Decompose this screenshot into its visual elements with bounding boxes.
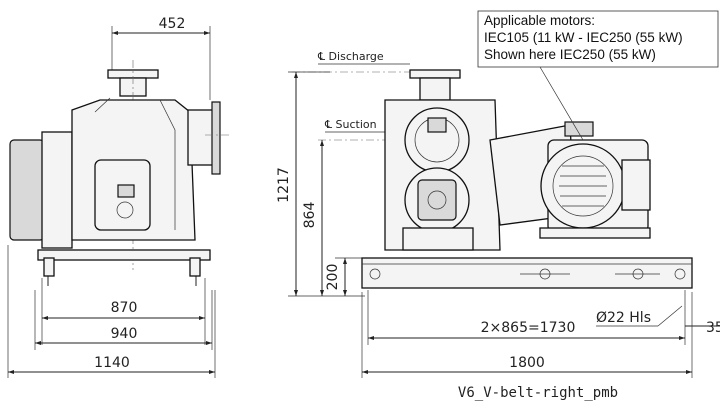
dimension-1800: 1800 xyxy=(509,355,545,371)
dimension-1140: 1140 xyxy=(94,355,130,371)
motor-fins xyxy=(559,165,607,207)
dimension-200: 200 xyxy=(325,264,341,291)
annotation-line-3: Shown here IEC250 (55 kW) xyxy=(484,47,656,62)
dimension-35: 35 xyxy=(706,320,720,336)
front-view: ℄ Discharge ℄ Suction 1217 864 200 xyxy=(276,50,720,401)
dimension-1217: 1217 xyxy=(276,167,292,203)
dimension-452: 452 xyxy=(159,16,186,32)
end-view: 452 870 940 xyxy=(7,16,232,378)
suction-label: ℄ Suction xyxy=(324,118,377,131)
dimension-2x865: 2×865=1730 xyxy=(481,320,576,336)
dimension-870: 870 xyxy=(111,300,138,316)
annotation-line-1: Applicable motors: xyxy=(484,13,595,28)
hole-callout: Ø22 Hls xyxy=(596,310,651,326)
dimension-864: 864 xyxy=(302,202,318,229)
motor-annotation: Applicable motors: IEC105 (11 kW - IEC25… xyxy=(477,10,719,141)
drawing-caption: V6_V-belt-right_pmb xyxy=(458,385,618,401)
discharge-label: ℄ Discharge xyxy=(317,50,384,63)
annotation-line-2: IEC105 (11 kW - IEC250 (55 kW) xyxy=(484,30,683,45)
dimension-940: 940 xyxy=(111,326,138,342)
